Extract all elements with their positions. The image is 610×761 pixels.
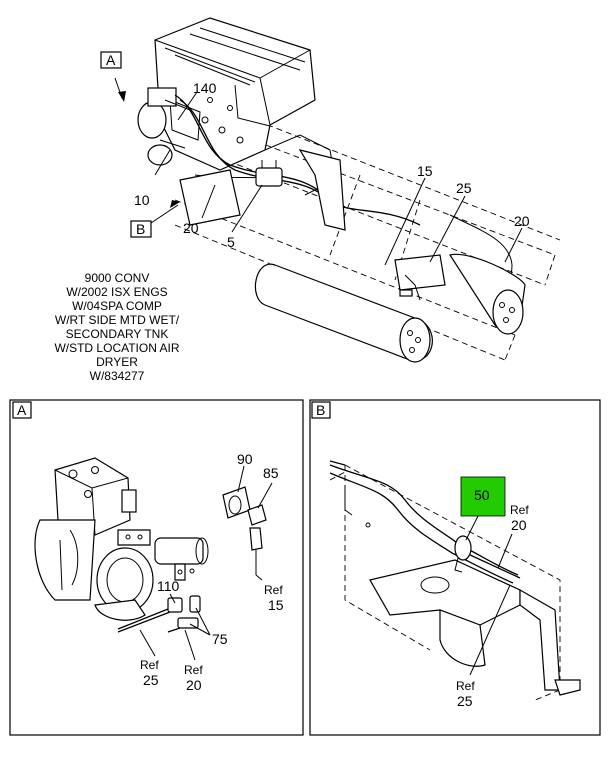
note-line-6: W/STD LOCATION AIR [54,341,179,355]
callout-140[interactable]: 140 [193,80,217,96]
ref-25-a-word: Ref [140,658,159,672]
main-leader-lines [114,77,523,266]
callout-20-main[interactable]: 20 [183,220,199,236]
callout-20-rear[interactable]: 20 [514,213,530,229]
detail-view-b: B [309,399,601,736]
callout-10[interactable]: 10 [134,192,150,208]
detail-a-leaders [139,465,273,661]
air-tank-rear [449,253,526,335]
view-flag-b: B [136,221,145,237]
ref-15-word: Ref [264,583,283,597]
view-flag-b-box [130,220,152,238]
air-dryer [255,160,283,187]
note-line-2: W/2002 ISX ENGS [66,285,167,299]
callout-90[interactable]: 90 [237,451,253,467]
note-line-5: SECONDARY TNK [66,327,169,341]
ref-20-b-word: Ref [510,503,529,517]
detail-a-fittings-110-75 [117,595,201,633]
main-assembly-view: A B 140 10 20 5 15 25 20 9000 CONV W/200… [54,17,561,383]
ref-25-a-number[interactable]: 25 [143,672,159,688]
detail-a-compressor [34,457,154,621]
callout-25-main[interactable]: 25 [456,180,472,196]
callout-5[interactable]: 5 [227,234,235,250]
detail-view-a: A [9,399,304,736]
detail-b-tag-box [311,401,331,419]
detail-b-clip [454,535,472,573]
frame-brackets [179,149,446,301]
note-line-3: W/04SPA COMP [72,299,162,313]
detail-a-tag: A [17,402,27,418]
detail-a-fittings-90-85 [222,486,267,575]
engine-block [154,17,336,196]
ref-20-a-word: Ref [184,663,203,677]
callout-50[interactable]: 50 [474,487,490,503]
note-line-7: DRYER [96,355,138,369]
view-flag-a-box [100,51,122,69]
ref-20-b-number[interactable]: 20 [511,517,527,533]
detail-b-frame [309,399,601,736]
note-line-1: 9000 CONV [85,271,150,285]
callout-110[interactable]: 110 [157,578,180,594]
callout-15[interactable]: 15 [417,163,433,179]
detail-b-bracket [369,559,581,696]
callout-85[interactable]: 85 [263,465,279,481]
air-tank-front [254,263,433,363]
note-line-8: W/834277 [90,369,145,383]
detail-a-governor [154,537,209,581]
compressor-assembly [137,87,191,166]
detail-b-tag: B [316,402,325,418]
detail-a-tag-box [12,401,32,419]
note-line-4: W/RT SIDE MTD WET/ [55,313,180,327]
ref-25-b-word: Ref [456,679,475,693]
ref-20-a-number[interactable]: 20 [186,677,202,693]
view-flag-a: A [106,52,116,68]
ref-15-number[interactable]: 15 [268,597,284,613]
detail-b-leaders [465,515,513,676]
ref-25-b-number[interactable]: 25 [457,693,473,709]
callout-75[interactable]: 75 [212,631,228,647]
detail-a-frame [9,399,304,736]
configuration-note: 9000 CONV W/2002 ISX ENGS W/04SPA COMP W… [54,271,179,383]
callout-50-highlight[interactable] [460,476,506,517]
